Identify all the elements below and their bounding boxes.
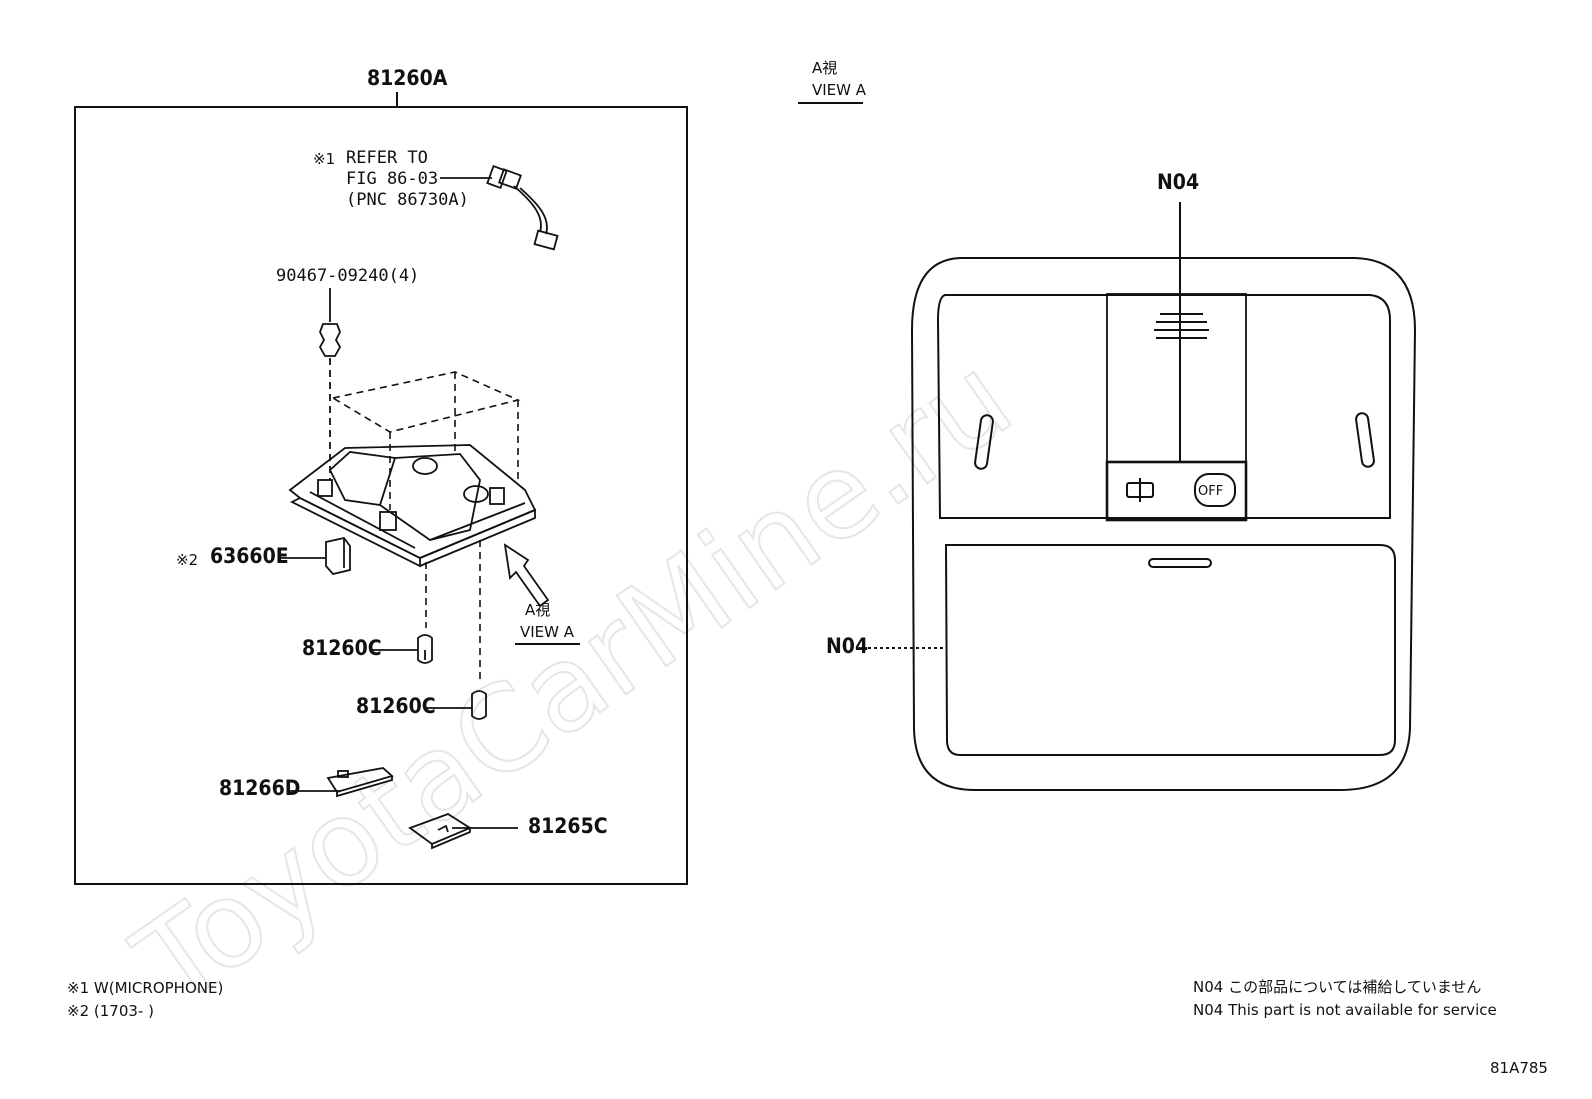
part-81265c-lens (408, 813, 518, 850)
view-a-top-en: VIEW A (812, 81, 867, 99)
part-63660e-mark: ※2 (176, 551, 199, 569)
refer-mark: ※1 (313, 150, 336, 168)
figure-code: 81A785 (1490, 1059, 1548, 1077)
console-housing (288, 444, 537, 568)
off-button-label: OFF (1198, 484, 1224, 499)
n04-left-label[interactable]: N04 (826, 634, 869, 658)
n04-top-label[interactable]: N04 (1157, 170, 1200, 194)
screw (318, 288, 342, 480)
notice-jp: N04 この部品については補給していません (1193, 978, 1482, 996)
part-81260c-label-1[interactable]: 81260C (302, 636, 382, 660)
view-a-top-jp: A視 (812, 59, 838, 77)
footnote-2: ※2 (1703- ) (67, 1002, 154, 1020)
notice-en: N04 This part is not available for servi… (1193, 1001, 1497, 1019)
group-frame (74, 106, 688, 885)
screw-part-number[interactable]: 90467-09240(4) (276, 266, 420, 286)
part-81266d-label[interactable]: 81266D (219, 776, 301, 800)
refer-line-2[interactable]: FIG 86-03 (346, 169, 439, 189)
group-label-81260a: 81260A (367, 66, 448, 90)
part-81265c-label[interactable]: 81265C (528, 814, 608, 838)
view-a-arrow (503, 543, 550, 608)
refer-line-3: (PNC 86730A) (346, 190, 469, 210)
microphone-wire (440, 164, 559, 251)
part-81260c-bulbs (372, 634, 487, 720)
view-a-inner-en: VIEW A (520, 623, 575, 641)
part-81260c-label-2[interactable]: 81260C (356, 694, 436, 718)
overhead-console-view (910, 257, 1417, 791)
assembly-dashed-lines (330, 371, 521, 682)
refer-line-1: REFER TO (346, 148, 428, 168)
view-a-inner-jp: A視 (525, 601, 551, 619)
part-63660e-label[interactable]: 63660E (210, 544, 289, 568)
footnote-1: ※1 W(MICROPHONE) (67, 979, 224, 997)
part-63660e-clip (280, 536, 351, 576)
part-81266d-lens (290, 767, 394, 798)
